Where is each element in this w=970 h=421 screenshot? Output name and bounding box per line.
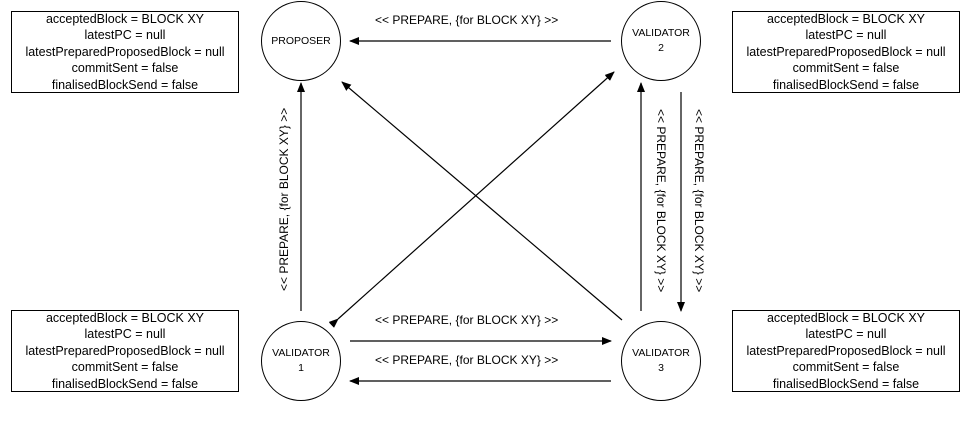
state-box-proposer: acceptedBlock = BLOCK XY latestPC = null… bbox=[11, 11, 239, 93]
state-line: finalisedBlockSend = false bbox=[51, 77, 199, 92]
arrow-v1-v2-diagonal bbox=[328, 71, 615, 328]
message-label-v2-to-proposer: << PREPARE, {for BLOCK XY} >> bbox=[375, 13, 559, 27]
state-line: latestPreparedProposedBlock = null bbox=[746, 343, 946, 358]
state-box-validator3: acceptedBlock = BLOCK XY latestPC = null… bbox=[732, 310, 960, 392]
state-line: commitSent = false bbox=[792, 360, 900, 375]
node-validator3: VALIDATOR 3 bbox=[621, 321, 701, 401]
node-number: 3 bbox=[658, 362, 664, 374]
arrow-v3-to-proposer-diagonal bbox=[341, 81, 623, 321]
state-line: latestPC = null bbox=[84, 28, 166, 43]
node-label: PROPOSER bbox=[271, 34, 331, 47]
state-line: latestPreparedProposedBlock = null bbox=[746, 44, 946, 59]
state-line: latestPreparedProposedBlock = null bbox=[25, 343, 225, 358]
state-line: latestPC = null bbox=[805, 28, 887, 43]
state-line: acceptedBlock = BLOCK XY bbox=[766, 11, 926, 26]
state-line: acceptedBlock = BLOCK XY bbox=[45, 11, 205, 26]
state-line: latestPC = null bbox=[805, 327, 887, 342]
node-validator2: VALIDATOR 2 bbox=[621, 1, 701, 81]
node-validator1: VALIDATOR 1 bbox=[261, 321, 341, 401]
message-label-v1-to-v3: << PREPARE, {for BLOCK XY} >> bbox=[375, 313, 559, 327]
message-label-v2-to-v3: << PREPARE, {for BLOCK XY} >> bbox=[692, 109, 706, 293]
state-box-validator2: acceptedBlock = BLOCK XY latestPC = null… bbox=[732, 11, 960, 93]
node-label: VALIDATOR bbox=[632, 347, 690, 359]
message-label-v1-to-proposer: << PREPARE, {for BLOCK XY} >> bbox=[277, 107, 291, 291]
state-line: commitSent = false bbox=[71, 61, 179, 76]
state-line: finalisedBlockSend = false bbox=[772, 376, 920, 391]
state-line: latestPC = null bbox=[84, 327, 166, 342]
state-line: finalisedBlockSend = false bbox=[772, 77, 920, 92]
state-line: acceptedBlock = BLOCK XY bbox=[45, 310, 205, 325]
message-label-v3-to-v1: << PREPARE, {for BLOCK XY} >> bbox=[375, 353, 559, 367]
node-number: 1 bbox=[298, 362, 304, 374]
state-line: finalisedBlockSend = false bbox=[51, 376, 199, 391]
state-line: acceptedBlock = BLOCK XY bbox=[766, 310, 926, 325]
message-label-v3-to-v2: << PREPARE, {for BLOCK XY} >> bbox=[654, 109, 668, 293]
node-label: VALIDATOR bbox=[272, 347, 330, 359]
state-line: commitSent = false bbox=[792, 61, 900, 76]
node-proposer: PROPOSER bbox=[261, 1, 341, 81]
node-label: VALIDATOR bbox=[632, 27, 690, 39]
state-line: commitSent = false bbox=[71, 360, 179, 375]
state-box-validator1: acceptedBlock = BLOCK XY latestPC = null… bbox=[11, 310, 239, 392]
state-line: latestPreparedProposedBlock = null bbox=[25, 44, 225, 59]
node-number: 2 bbox=[658, 42, 664, 54]
